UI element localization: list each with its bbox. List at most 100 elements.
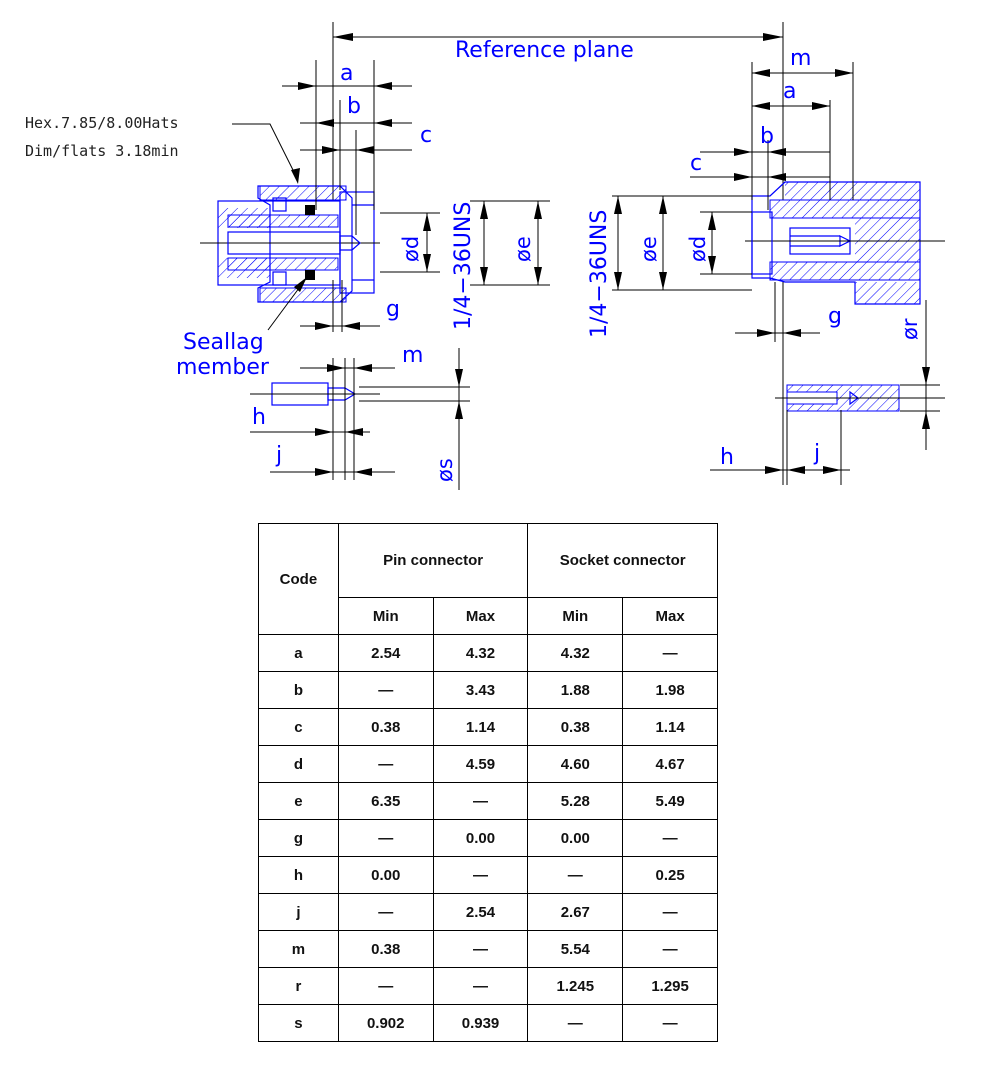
socket-dim-g: g [735, 282, 842, 342]
socket-label-j: j [813, 441, 820, 466]
socket-dim-b: b [700, 124, 830, 210]
cell-socket-max: 1.98 [622, 671, 718, 709]
pin-connector-body [200, 185, 380, 303]
cell-socket-max: 1.295 [622, 967, 718, 1005]
socket-label-h: h [720, 445, 734, 470]
cell-socket-max: 0.25 [622, 856, 718, 894]
pin-label-a: a [340, 61, 353, 86]
cell-pin-max: 4.59 [432, 745, 529, 783]
cell-code: s [258, 1004, 339, 1042]
cell-socket-max: 5.49 [622, 782, 718, 820]
pin-dim-d: ød [380, 212, 440, 273]
pin-dim-g: g [300, 280, 400, 332]
cell-pin-min: 0.38 [337, 708, 434, 746]
cell-socket-min: 0.00 [527, 819, 624, 857]
cell-socket-max: — [622, 893, 718, 931]
dimension-table: Code Pin connector Socket connector Min … [258, 523, 718, 1042]
pin-detail-label-s: øs [433, 458, 457, 482]
socket-label-d: ød [686, 236, 710, 262]
cell-pin-min: — [337, 745, 434, 783]
cell-code: j [258, 893, 339, 931]
hex-note-line-2: Dim/flats 3.18min [25, 142, 179, 160]
hex-note-line-1: Hex.7.85/8.00Hats [25, 114, 179, 132]
cell-pin-min: — [337, 893, 434, 931]
subheader-socket-max: Max [622, 597, 718, 635]
pin-label-c: c [420, 123, 432, 148]
cell-pin-min: — [337, 671, 434, 709]
socket-label-g: g [828, 304, 842, 329]
pin-dim-e: øe [470, 200, 550, 286]
cell-socket-max: — [622, 634, 718, 672]
seal-member-callout: Seallag member [176, 277, 307, 380]
cell-socket-min: 1.245 [527, 967, 624, 1005]
socket-dim-a: a [752, 79, 831, 200]
cell-pin-max: 0.939 [432, 1004, 529, 1042]
socket-dim-c: c [690, 151, 830, 181]
socket-label-m: m [790, 46, 811, 71]
cell-socket-min: 2.67 [527, 893, 624, 931]
cell-socket-min: 1.88 [527, 671, 624, 709]
pin-detail-label-m: m [402, 343, 423, 368]
socket-thread-label: 1/4−36UNS [587, 210, 612, 338]
socket-dim-e: øe [612, 195, 752, 291]
seal-label-line-2: member [176, 355, 270, 380]
reference-plane-dimension: Reference plane [332, 22, 784, 200]
cell-code: r [258, 967, 339, 1005]
pin-label-e: øe [511, 236, 535, 262]
cell-code: m [258, 930, 339, 968]
cell-pin-min: 6.35 [337, 782, 434, 820]
cell-pin-min: 0.902 [337, 1004, 434, 1042]
socket-dim-m: m [751, 46, 854, 200]
cell-code: h [258, 856, 339, 894]
connector-dimension-drawing: Reference plane Hex.7.85/8.00Hats Dim/fl… [25, 22, 945, 490]
cell-socket-min: 4.32 [527, 634, 624, 672]
cell-pin-min: — [337, 967, 434, 1005]
pin-detail: m h j øs [250, 343, 470, 490]
header-code: Code [258, 523, 339, 635]
header-pin-connector: Pin connector [337, 523, 529, 598]
subheader-socket-min: Min [527, 597, 624, 635]
cell-pin-max: 3.43 [432, 671, 529, 709]
cell-pin-max: 2.54 [432, 893, 529, 931]
cell-code: a [258, 634, 339, 672]
socket-dim-d: ød [686, 211, 752, 275]
socket-label-e: øe [637, 236, 661, 262]
cell-socket-min: — [527, 1004, 624, 1042]
pin-thread-label: 1/4−36UNS [451, 202, 476, 330]
cell-pin-min: 0.00 [337, 856, 434, 894]
cell-pin-max: — [432, 930, 529, 968]
cell-socket-max: — [622, 1004, 718, 1042]
pin-dim-c: c [300, 123, 432, 235]
cell-code: b [258, 671, 339, 709]
socket-detail: ør h j [710, 300, 945, 485]
cell-socket-max: — [622, 930, 718, 968]
cell-socket-min: 5.28 [527, 782, 624, 820]
hex-note: Hex.7.85/8.00Hats Dim/flats 3.18min [25, 114, 300, 184]
cell-socket-max: — [622, 819, 718, 857]
pin-detail-label-h: h [252, 405, 266, 430]
cell-pin-max: 1.14 [432, 708, 529, 746]
pin-label-g: g [386, 297, 400, 322]
socket-label-c: c [690, 151, 702, 176]
socket-label-b: b [760, 124, 774, 149]
cell-socket-min: — [527, 856, 624, 894]
cell-pin-max: 4.32 [432, 634, 529, 672]
pin-label-d: ød [399, 236, 423, 262]
subheader-pin-min: Min [337, 597, 434, 635]
cell-pin-max: — [432, 856, 529, 894]
pin-dim-a: a [282, 60, 412, 210]
socket-label-r: ør [898, 318, 922, 340]
cell-code: g [258, 819, 339, 857]
cell-socket-min: 4.60 [527, 745, 624, 783]
cell-socket-max: 1.14 [622, 708, 718, 746]
cell-pin-min: — [337, 819, 434, 857]
